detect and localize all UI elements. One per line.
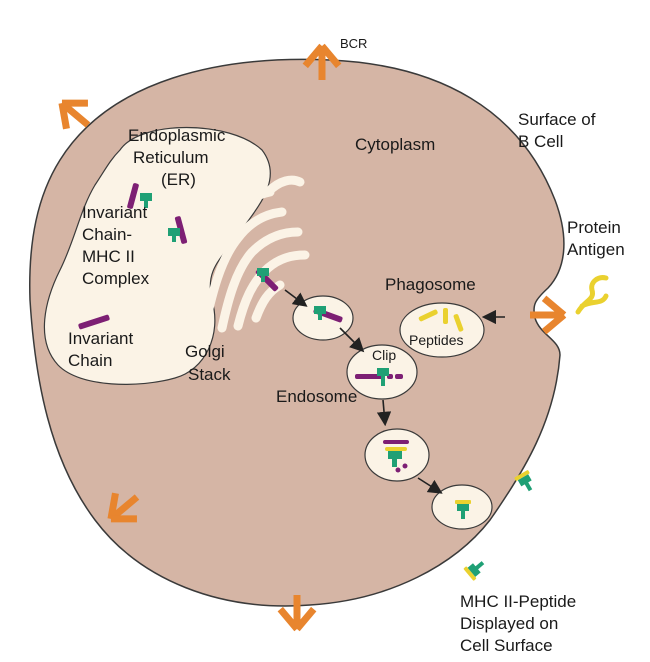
- displayed-label-3: Cell Surface: [460, 636, 553, 655]
- endosome-label: Endosome: [276, 387, 357, 406]
- complex-vesicle-1: [313, 306, 343, 323]
- mhc-peptide-surface-2: [463, 561, 485, 581]
- invariant-mhc-complex-2: [168, 216, 188, 244]
- phagosome-peptides: [418, 308, 464, 332]
- protein-antigen: [575, 275, 609, 315]
- invariant-label-2: Chain: [68, 351, 112, 370]
- pathway-arrows: [284, 289, 505, 494]
- er-label-1: Endoplasmic: [128, 126, 226, 145]
- antigen-label-1: Protein: [567, 218, 621, 237]
- surface-label-2: B Cell: [518, 132, 563, 151]
- antigen-label-2: Antigen: [567, 240, 625, 259]
- mhc-peptide-surface-1: [514, 470, 533, 492]
- er-label-2: Reticulum: [133, 148, 209, 167]
- invariant-mhc-complex-1: [127, 183, 152, 209]
- loading-complex: [383, 440, 409, 473]
- clip-label: Clip: [372, 347, 396, 363]
- golgi-label-1: Golgi: [185, 342, 225, 361]
- er-label-3: (ER): [161, 170, 196, 189]
- invariant-label-1: Invariant: [68, 329, 133, 348]
- bcr-label: BCR: [340, 36, 367, 51]
- clip-complex: [355, 368, 403, 386]
- free-invariant-chain: [78, 314, 110, 330]
- invariant-mhc-complex-golgi: [255, 268, 279, 292]
- complex-label-2: Chain-: [82, 225, 132, 244]
- phagosome-vesicle: [399, 302, 485, 358]
- vesicle-1: [292, 295, 354, 341]
- cytoplasm-label: Cytoplasm: [355, 135, 435, 154]
- complex-label-4: Complex: [82, 269, 150, 288]
- surface-label-1: Surface of: [518, 110, 596, 129]
- complex-label-3: MHC II: [82, 247, 135, 266]
- displayed-label-1: MHC II-Peptide: [460, 592, 576, 611]
- phagosome-label: Phagosome: [385, 275, 476, 294]
- displayed-label-2: Displayed on: [460, 614, 558, 633]
- peptides-label: Peptides: [409, 332, 463, 348]
- mhc-peptide-vesicle-4: [455, 500, 471, 519]
- complex-label-1: Invariant: [82, 203, 147, 222]
- golgi-label-2: Stack: [188, 365, 231, 384]
